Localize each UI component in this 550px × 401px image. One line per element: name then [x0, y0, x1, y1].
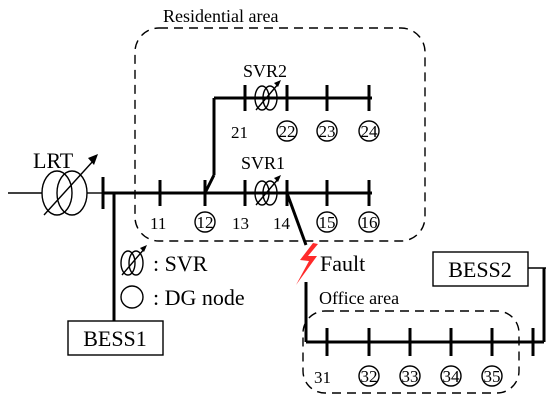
- node-14-label: 14: [273, 214, 291, 233]
- dg-node-33-circle: [399, 365, 421, 387]
- svr1-regulator-icon: [254, 175, 281, 206]
- feeder2-bus-ticks: [243, 85, 371, 111]
- lrt-transformer-icon: [41, 154, 98, 216]
- office-area-label: Office area: [319, 288, 399, 308]
- legend-dg-node-icon: [120, 285, 144, 309]
- tie-line-upper: [285, 192, 308, 246]
- node-15-label: 15: [319, 213, 336, 232]
- node-16-label: 16: [361, 213, 378, 232]
- node-23-label: 23: [319, 122, 336, 141]
- legend-svr-text: : SVR: [153, 251, 208, 276]
- dg-node-23-circle: [316, 120, 338, 142]
- dg-node-24-circle: [358, 120, 380, 142]
- node-32-label: 32: [361, 367, 378, 386]
- node-34-label: 34: [443, 367, 461, 386]
- node-35-label: 35: [484, 367, 501, 386]
- legend-dg-text: : DG node: [153, 285, 245, 310]
- office-area-box: [302, 310, 520, 394]
- dg-node-15-circle: [316, 211, 338, 233]
- dg-node-35-circle: [481, 365, 503, 387]
- bess1-box: [67, 320, 164, 356]
- dg-node-34-circle: [440, 365, 462, 387]
- branch-diagonal: [203, 174, 216, 194]
- node-11-label: 11: [150, 214, 166, 233]
- feeder3-bus-ticks: [325, 328, 535, 356]
- svr2-label: SVR2: [243, 61, 287, 81]
- node-31-label: 31: [314, 368, 331, 387]
- node-24-label: 24: [361, 122, 379, 141]
- dg-node-16-circle: [358, 211, 380, 233]
- fault-lightning-icon: [296, 243, 318, 285]
- bess2-box: [432, 251, 529, 287]
- legend-svr-icon: [120, 245, 147, 276]
- svr1-label: SVR1: [241, 153, 285, 173]
- node-33-label: 33: [402, 367, 419, 386]
- node-22-label: 22: [279, 122, 296, 141]
- svr2-regulator-icon: [254, 80, 281, 111]
- bess1-label: BESS1: [83, 326, 147, 351]
- dg-node-22-circle: [276, 120, 298, 142]
- dg-node-32-circle: [358, 365, 380, 387]
- residential-area-box: [134, 27, 426, 242]
- node-21-label: 21: [231, 123, 248, 142]
- bess2-label: BESS2: [448, 257, 512, 282]
- fault-label: Fault: [320, 251, 365, 276]
- lrt-label: LRT: [33, 148, 74, 173]
- residential-area-label: Residential area: [163, 6, 278, 26]
- node-13-label: 13: [232, 214, 249, 233]
- dg-node-12-circle: [194, 211, 216, 233]
- node-12-label: 12: [197, 213, 214, 232]
